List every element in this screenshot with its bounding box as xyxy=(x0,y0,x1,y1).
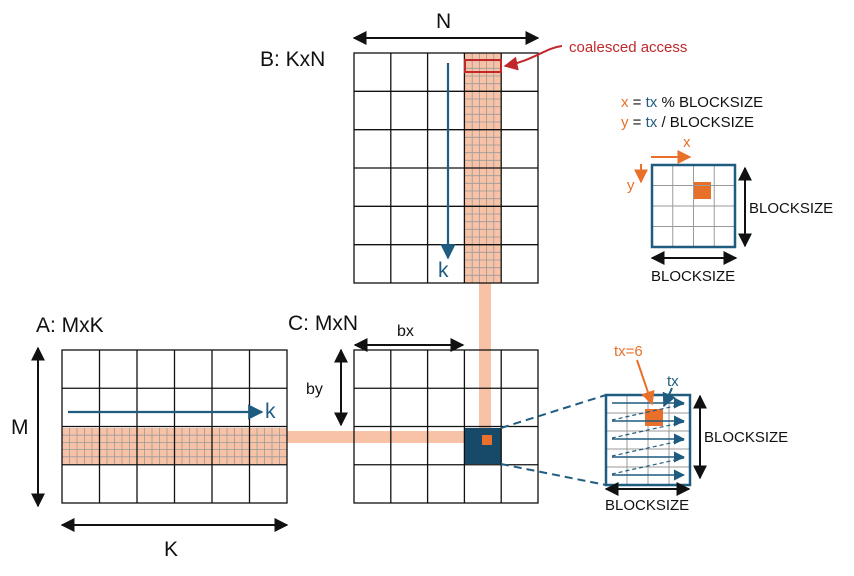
matrix-a-grid xyxy=(61,349,288,504)
coalesced-access-box xyxy=(464,59,502,73)
matrix-a: k M K A: MxK xyxy=(11,314,289,561)
formula-x-rest: % BLOCKSIZE xyxy=(657,94,763,111)
highlight-strips xyxy=(62,53,501,464)
legend-side-label: BLOCKSIZE xyxy=(749,200,833,217)
matrix-a-title: A: MxK xyxy=(36,314,104,337)
traversal-return-line xyxy=(611,457,685,475)
matrix-c-title: C: MxN xyxy=(288,312,358,335)
legend-thread-cell xyxy=(693,182,711,199)
legend-x-axis-label: x xyxy=(683,134,691,151)
matrix-c: bx by C: MxN xyxy=(288,312,539,504)
coalesced-callout-label: coalesced access xyxy=(569,39,687,56)
dimension-label-by: by xyxy=(306,381,323,398)
formula-x: x = tx % BLOCKSIZE xyxy=(621,94,763,111)
traversal-return-line xyxy=(611,421,685,439)
formula-y-rest: / BLOCKSIZE xyxy=(657,114,754,131)
connector-vertical-strip xyxy=(479,283,491,438)
index-legend: x = tx % BLOCKSIZE y = tx / BLOCKSIZE x … xyxy=(621,94,833,285)
output-thread-cell xyxy=(482,435,492,445)
tx-label: tx xyxy=(667,373,679,390)
coalesced-callout: coalesced access xyxy=(503,39,687,71)
formula-y-tx: tx xyxy=(646,114,658,131)
traversal-return-line xyxy=(611,403,685,421)
connector-horizontal-strip xyxy=(287,431,492,443)
matrix-b-title: B: KxN xyxy=(260,48,325,71)
dimension-label-n: N xyxy=(436,10,451,33)
thread-block-grid xyxy=(604,393,692,487)
fine-grids xyxy=(62,53,501,464)
formula-y-var: y xyxy=(621,114,629,131)
matrix-b-grid xyxy=(353,52,539,284)
dimension-label-m: M xyxy=(11,416,29,439)
matrix-b: k N B: KxN xyxy=(260,10,540,284)
tx-value-label: tx=6 xyxy=(614,343,643,360)
formula-x-eq: = xyxy=(629,94,646,111)
matrix-b-k-label: k xyxy=(438,259,449,282)
dimension-label-k: K xyxy=(164,538,178,561)
thread-block-zoom: tx=6 tx BLOCKSIZE BLOCKSIZE xyxy=(500,343,788,514)
formula-y-eq: = xyxy=(629,114,646,131)
formula-y: y = tx / BLOCKSIZE xyxy=(621,114,754,131)
zoom-line-bottom xyxy=(500,463,607,486)
zoom-line-top xyxy=(500,394,607,429)
legend-block-grid xyxy=(650,163,737,249)
tx-pointer xyxy=(662,387,676,408)
coalesced-callout-arrow xyxy=(503,45,563,71)
block-bottom-label: BLOCKSIZE xyxy=(605,497,689,514)
legend-bottom-label: BLOCKSIZE xyxy=(651,268,735,285)
traversal-return-line xyxy=(611,439,685,457)
output-block-highlight xyxy=(465,428,501,464)
block-side-label: BLOCKSIZE xyxy=(704,429,788,446)
matrix-c-grid xyxy=(353,349,539,504)
formula-x-var: x xyxy=(621,94,629,111)
matrix-a-k-label: k xyxy=(265,400,276,423)
tx-value-pointer xyxy=(636,359,655,406)
legend-y-axis-label: y xyxy=(627,177,635,194)
formula-x-tx: tx xyxy=(646,94,658,111)
dimension-label-bx: bx xyxy=(397,323,414,340)
legend-grid-border xyxy=(650,163,737,249)
